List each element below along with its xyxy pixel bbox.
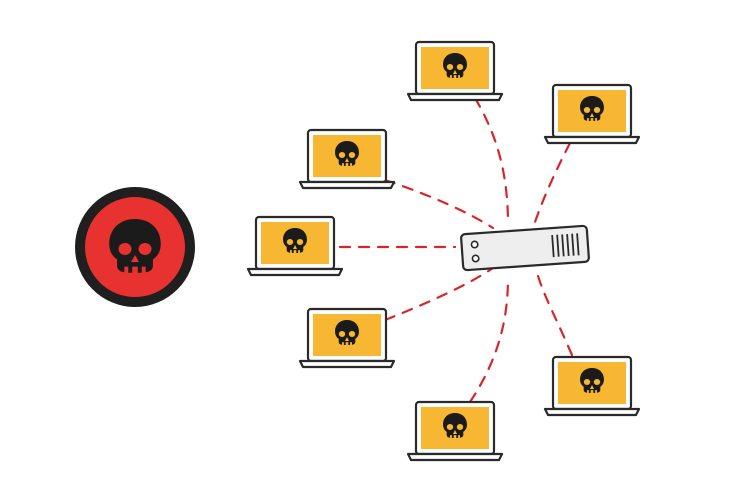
laptop-keyboard-base — [298, 180, 396, 190]
skull-icon — [335, 320, 359, 345]
skull-icon — [283, 228, 307, 253]
infected-laptop-3 — [298, 128, 396, 190]
infected-laptop-6 — [543, 355, 641, 417]
infected-laptops — [246, 40, 641, 462]
skull-icon — [443, 53, 467, 78]
infected-laptop-4 — [246, 215, 344, 277]
network-link-6 — [536, 274, 574, 357]
infected-laptop-5 — [298, 307, 396, 369]
network-link-1 — [473, 96, 510, 227]
infected-laptop-7 — [406, 400, 504, 462]
server-led-bottom — [471, 254, 480, 263]
infected-laptop-1 — [406, 40, 504, 102]
skull-icon — [580, 368, 604, 393]
skull-icon — [580, 96, 604, 121]
laptop-keyboard-base — [246, 267, 344, 277]
network-link-2 — [533, 141, 572, 224]
server-vents — [551, 233, 580, 258]
server-icon — [460, 224, 590, 272]
infected-laptop-2 — [543, 83, 641, 145]
server-led-top — [470, 240, 479, 249]
laptop-keyboard-base — [543, 407, 641, 417]
skull-icon — [443, 413, 467, 438]
skull-icon — [109, 219, 161, 273]
network-link-5 — [383, 266, 495, 322]
attacker-node — [75, 187, 195, 307]
network-link-3 — [383, 178, 495, 230]
server — [460, 224, 590, 272]
laptop-keyboard-base — [543, 135, 641, 145]
network-link-7 — [468, 276, 510, 404]
laptop-keyboard-base — [406, 92, 504, 102]
skull-icon — [335, 141, 359, 166]
server-chassis — [460, 224, 590, 272]
laptop-keyboard-base — [298, 359, 396, 369]
connection-links — [338, 96, 574, 404]
laptop-keyboard-base — [406, 452, 504, 462]
